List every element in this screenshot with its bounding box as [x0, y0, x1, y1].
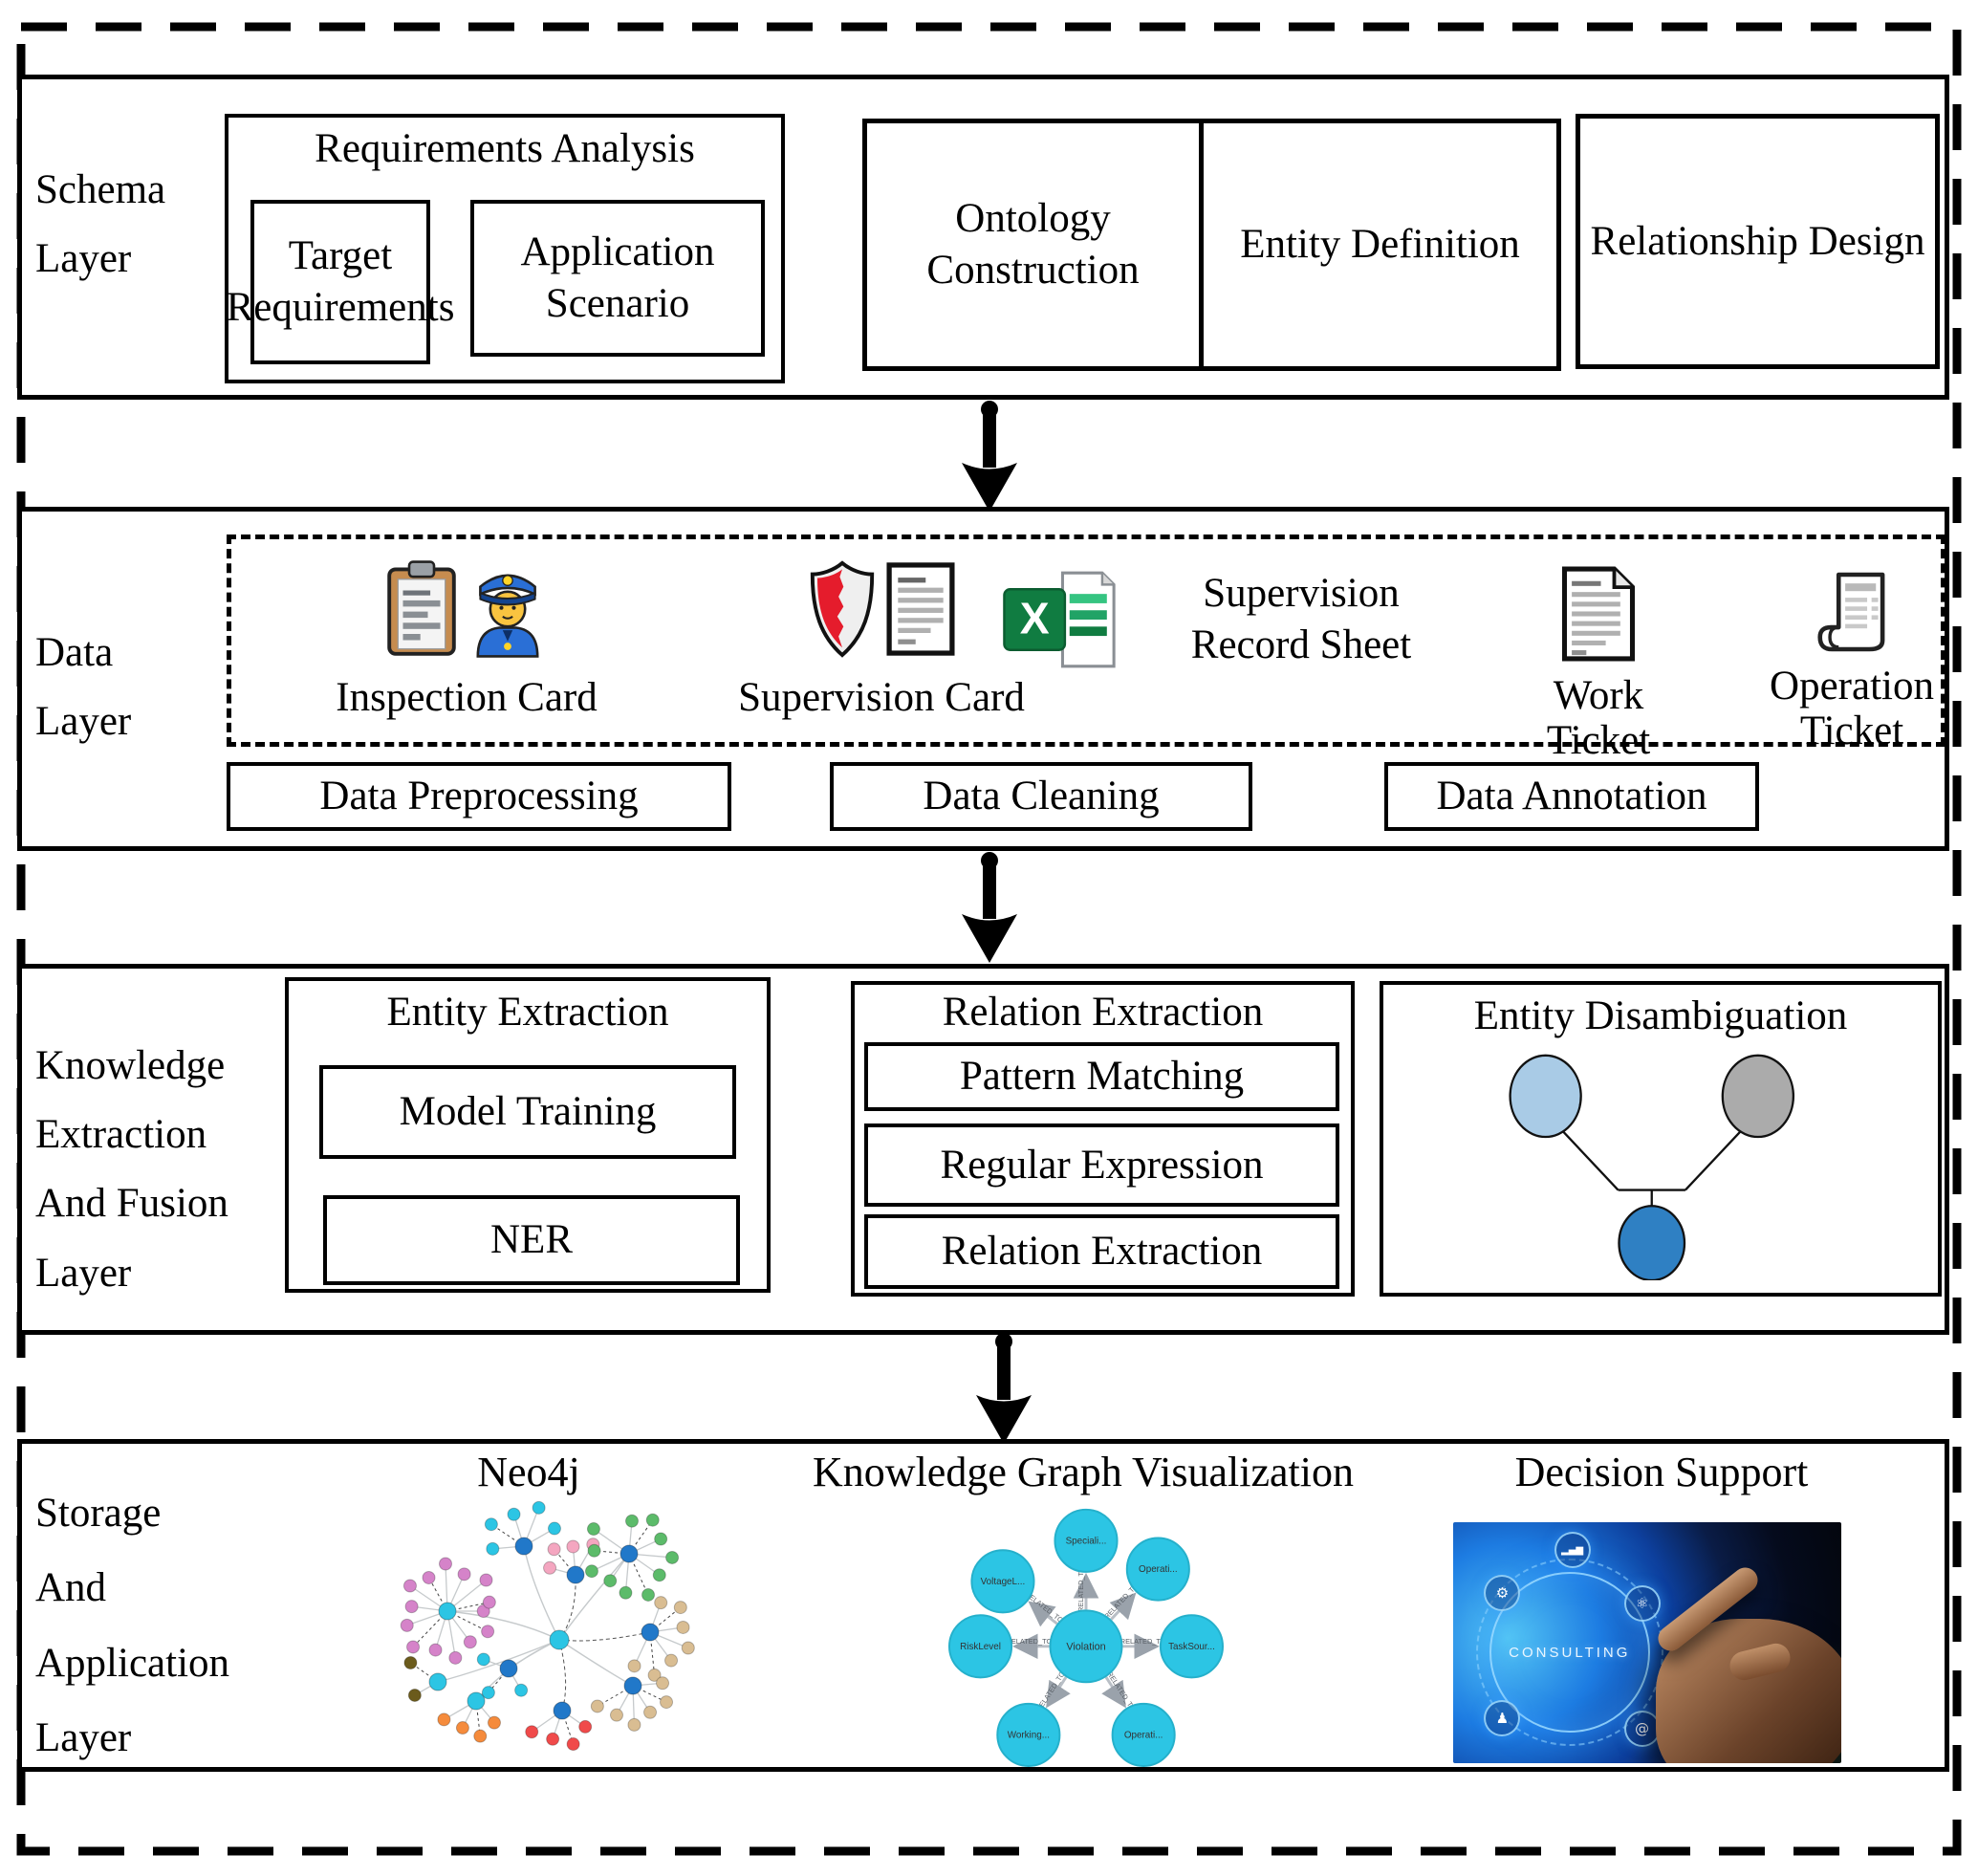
schema-layer-label: Schema Layer	[35, 156, 165, 294]
layer-label-line: Application	[35, 1640, 230, 1686]
source-operation-ticket: Operation Ticket	[1732, 570, 1971, 754]
source-inspection-card: Inspection Card	[314, 553, 619, 720]
decision-support-image: CONSULTING ▂▄▆ ⚙ ⚛ ♟ @	[1453, 1522, 1841, 1763]
neo4j-graph	[363, 1497, 738, 1769]
knowledge-layer-label: Knowledge Extraction And Fusion Layer	[35, 1032, 228, 1308]
kg-visualization-title: Knowledge Graph Visualization	[813, 1449, 1354, 1495]
data-annotation-box: Data Annotation	[1384, 762, 1759, 831]
source-supervision-record-sheet: X Supervision Record Sheet	[1002, 568, 1518, 671]
source-label: Inspection Card	[336, 675, 598, 720]
svg-text:Operati...: Operati...	[1124, 1730, 1163, 1740]
neo4j-title: Neo4j	[477, 1449, 580, 1495]
layer-label-line: Data	[35, 630, 114, 675]
knowledge-layer-band: Knowledge Extraction And Fusion Layer En…	[17, 964, 1949, 1335]
entity-disambiguation-title: Entity Disambiguation	[1473, 993, 1848, 1038]
source-icons	[384, 553, 549, 665]
layer-label-line: Extraction	[35, 1112, 207, 1158]
relation-extraction-title: Relation Extraction	[942, 990, 1264, 1035]
layer-label-line: And	[35, 1565, 107, 1611]
neo4j-graph-svg	[400, 1500, 695, 1752]
layer-label-line: And Fusion	[35, 1181, 228, 1227]
arrow-down-icon	[962, 401, 1017, 512]
relation-extraction-group: Relation Extraction Pattern Matching Reg…	[851, 981, 1355, 1297]
police-officer-icon	[476, 574, 539, 658]
arrow-down-icon	[962, 852, 1017, 963]
relation-extraction-box: Relation Extraction	[864, 1214, 1339, 1289]
entity-disambiguation-diagram	[1509, 1054, 1795, 1280]
bar-chart-icon: ▂▄▆	[1554, 1532, 1591, 1569]
data-sources-dashed-box: Inspection Card Supervis	[227, 534, 1945, 763]
storage-layer-label: Storage And Application Layer	[35, 1476, 229, 1776]
flow-arrow-knowledge-to-storage	[973, 1333, 1034, 1444]
source-label: Supervision Record Sheet	[1190, 571, 1412, 667]
gear-head-icon: ⚙	[1484, 1575, 1521, 1612]
entity-node-blue	[1618, 1205, 1686, 1280]
svg-text:RELATED_TO: RELATED_TO	[1120, 1637, 1166, 1646]
data-preprocessing-box: Data Preprocessing	[227, 762, 731, 831]
source-label: Supervision Card	[738, 675, 1025, 720]
people-icon: ♟	[1484, 1700, 1521, 1737]
schema-layer-band: Schema Layer Requirements Analysis Targe…	[17, 75, 1949, 400]
layer-label-line: Storage	[35, 1491, 162, 1536]
document-icon	[886, 562, 955, 656]
target-requirements-box: Target Requirements	[227, 200, 454, 364]
data-layer-label: Data Layer	[35, 619, 131, 756]
svg-text:Working...: Working...	[1008, 1730, 1050, 1740]
application-scenario-box: Application Scenario	[470, 200, 765, 357]
data-layer-band: Data Layer	[17, 507, 1949, 851]
svg-text:RELATED_TO: RELATED_TO	[1007, 1637, 1053, 1646]
svg-text:X: X	[1020, 594, 1050, 644]
flow-arrow-data-to-knowledge	[959, 852, 1020, 963]
svg-text:TaskSour...: TaskSour...	[1168, 1642, 1215, 1652]
regular-expression-box: Regular Expression	[864, 1123, 1339, 1207]
model-training-box: Model Training	[319, 1065, 736, 1159]
source-supervision-card: Supervision Card	[719, 553, 1044, 720]
arrow-down-icon	[976, 1333, 1032, 1444]
entity-extraction-title: Entity Extraction	[386, 990, 669, 1035]
entity-disambiguation-group: Entity Disambiguation	[1380, 981, 1942, 1297]
source-label: Work Ticket	[1546, 673, 1651, 764]
hand-palm	[1656, 1618, 1841, 1763]
data-cleaning-box: Data Cleaning	[830, 762, 1252, 831]
source-label: Operation Ticket	[1770, 664, 1934, 754]
layer-label-line: Knowledge	[35, 1043, 226, 1088]
requirements-analysis-title: Requirements Analysis	[315, 126, 695, 171]
source-work-ticket: Work Ticket	[1503, 564, 1694, 764]
svg-text:RiskLevel: RiskLevel	[960, 1642, 1001, 1652]
shield-icon	[810, 560, 875, 658]
decision-support-title: Decision Support	[1514, 1449, 1809, 1495]
svg-text:VoltageL...: VoltageL...	[981, 1577, 1026, 1587]
requirements-analysis-group: Requirements Analysis Target Requirement…	[225, 114, 785, 383]
svg-text:Violation: Violation	[1066, 1641, 1105, 1652]
at-sign-icon: @	[1623, 1710, 1661, 1747]
layer-label-line: Schema	[35, 167, 166, 212]
entity-extraction-group: Entity Extraction Model Training NER	[285, 977, 771, 1293]
work-ticket-icon	[1561, 566, 1636, 662]
flow-arrow-schema-to-data	[959, 401, 1020, 512]
entity-definition-box: Entity Definition	[1199, 119, 1561, 371]
layer-label-line: Layer	[35, 1250, 132, 1296]
consulting-label: CONSULTING	[1509, 1644, 1631, 1661]
source-icons	[807, 553, 956, 665]
pattern-matching-box: Pattern Matching	[864, 1042, 1339, 1111]
entity-node-gray	[1721, 1054, 1795, 1139]
svg-text:Speciali...: Speciali...	[1066, 1536, 1107, 1546]
ner-box: NER	[323, 1195, 740, 1285]
layer-label-line: Layer	[35, 1714, 132, 1760]
layer-label-line: Layer	[35, 236, 132, 282]
excel-file-icon: X	[1003, 571, 1116, 668]
clipboard-icon	[387, 560, 456, 656]
layer-label-line: Layer	[35, 699, 132, 745]
entity-node-light-blue	[1509, 1054, 1582, 1139]
svg-text:Operati...: Operati...	[1139, 1564, 1178, 1575]
network-nodes-icon: ⚛	[1623, 1584, 1661, 1622]
svg-text:RELATED_TO: RELATED_TO	[1076, 1566, 1085, 1612]
relationship-design-box: Relationship Design	[1576, 114, 1940, 369]
ontology-construction-box: Ontology Construction	[862, 119, 1204, 371]
storage-layer-band: Storage And Application Layer Neo4j Know…	[17, 1439, 1949, 1772]
operation-ticket-icon	[1817, 572, 1885, 652]
